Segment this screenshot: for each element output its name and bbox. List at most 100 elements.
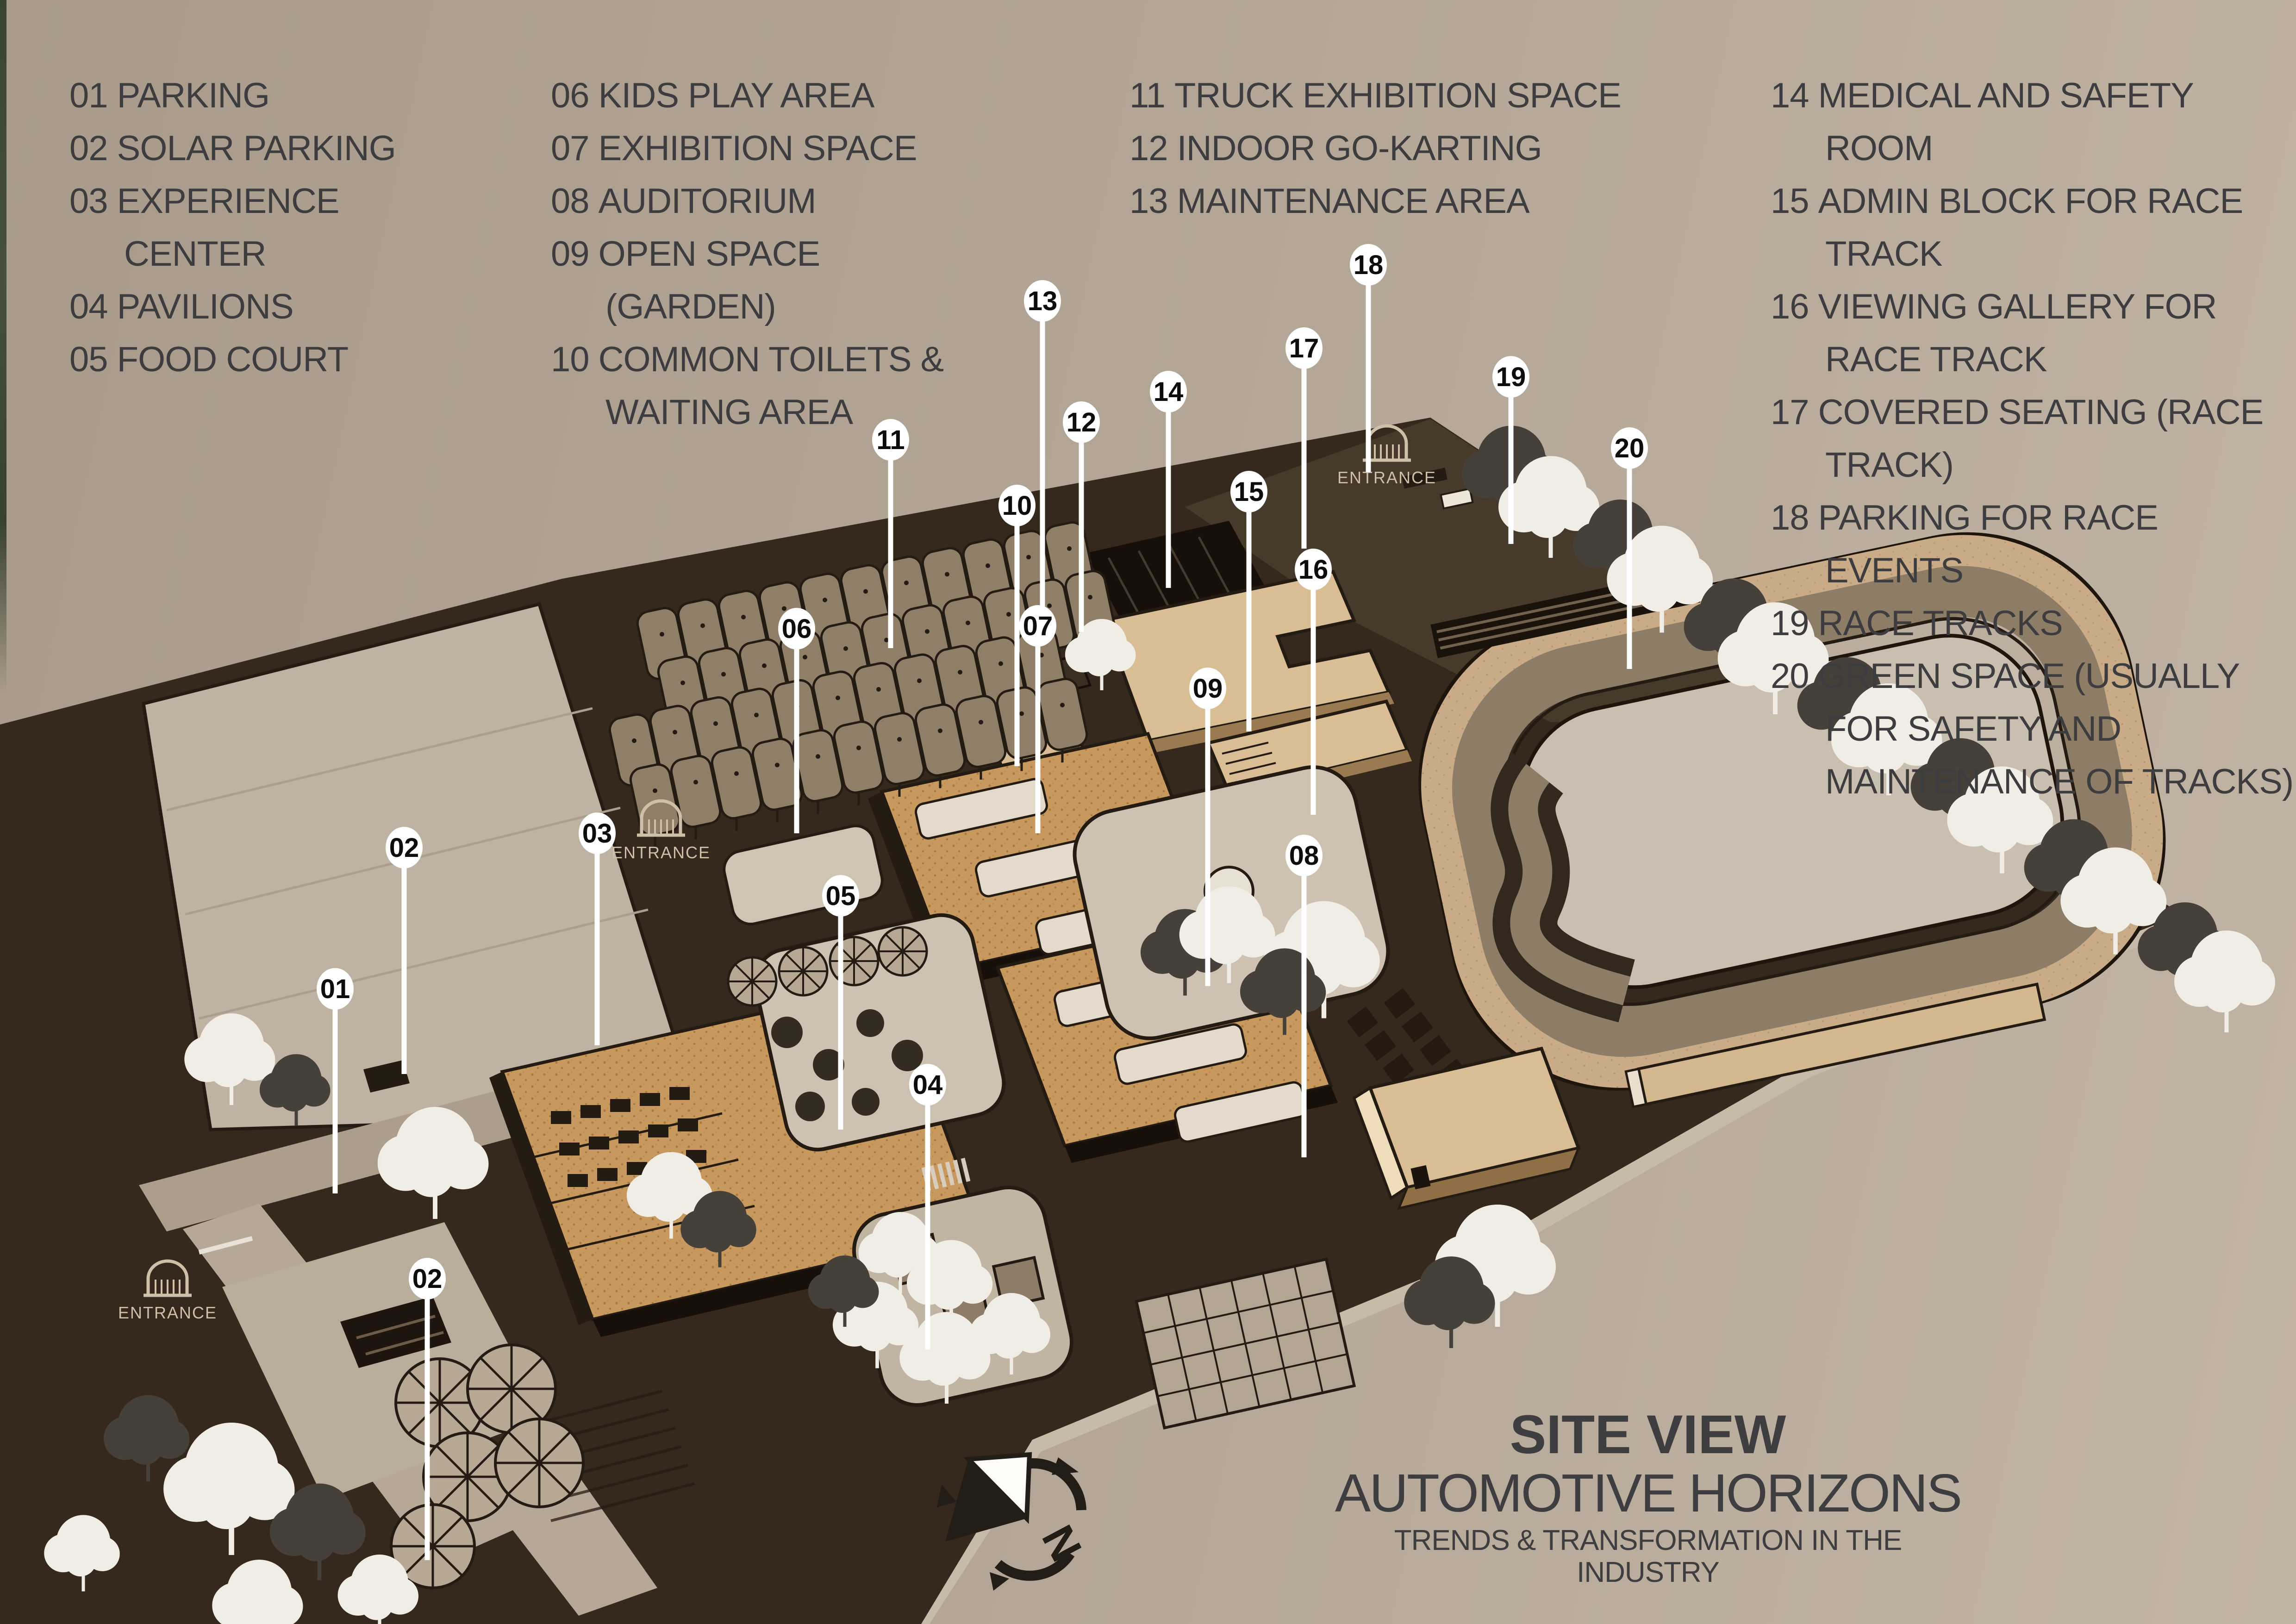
- light-tree-icon: [899, 1312, 991, 1404]
- title-block: SITE VIEW AUTOMOTIVE HORIZONS TRENDS & T…: [1333, 1407, 1963, 1588]
- legend-item: 17 COVERED SEATING (RACE TRACK): [1771, 393, 2264, 485]
- canopy-shelter-icon: [751, 737, 803, 823]
- callout-marker-05: 05: [822, 875, 859, 1130]
- callout-marker-02: 02: [386, 827, 423, 1074]
- svg-text:16: 16: [1298, 555, 1329, 585]
- callout-marker-02: 02: [409, 1258, 446, 1560]
- entrance-label: ENTRANCE: [1337, 468, 1436, 487]
- svg-text:06: 06: [782, 614, 812, 644]
- svg-text:19: 19: [1496, 362, 1526, 392]
- canopy-shelter-icon: [914, 703, 966, 788]
- legend-item: 10 COMMON TOILETS & WAITING AREA: [551, 340, 944, 432]
- svg-text:12: 12: [1067, 407, 1097, 437]
- canopy-shelter-icon: [873, 712, 925, 797]
- canopy-shelter-icon: [711, 746, 762, 831]
- svg-text:15: 15: [1234, 477, 1264, 507]
- canopy-shelter-icon: [833, 720, 885, 806]
- legend-item: 16 VIEWING GALLERY FOR RACE TRACK: [1771, 287, 2217, 379]
- solar-canopy: [340, 1060, 451, 1368]
- svg-text:08: 08: [1289, 841, 1319, 871]
- page-tagline: TRENDS & TRANSFORMATION IN THE INDUSTRY: [1394, 1524, 1902, 1588]
- canopy-shelter-icon: [996, 686, 1048, 771]
- entrance-gate-icon: ENTRANCE: [118, 1259, 217, 1322]
- dark-tree-icon: [680, 1191, 756, 1268]
- callout-marker-08: 08: [1285, 835, 1323, 1157]
- legend-item: 06 KIDS PLAY AREA: [551, 76, 874, 115]
- light-tree-icon: [1065, 619, 1136, 690]
- canopy-shelter-icon: [955, 695, 1007, 780]
- legend-column-4: 14 MEDICAL AND SAFETY ROOM 15 ADMIN BLOCK…: [1771, 69, 2295, 808]
- legend-item: 12 INDOOR GO-KARTING: [1129, 129, 1542, 168]
- legend-item: 02 SOLAR PARKING: [69, 129, 396, 168]
- light-tree-icon: [377, 1107, 489, 1219]
- svg-text:13: 13: [1028, 286, 1058, 316]
- legend-item: 15 ADMIN BLOCK FOR RACE TRACK: [1771, 181, 2243, 274]
- callout-marker-03: 03: [579, 812, 616, 1045]
- callout-marker-17: 17: [1285, 327, 1323, 549]
- table-cluster: [771, 1009, 923, 1121]
- light-tree-icon: [337, 1555, 418, 1624]
- trackside-wall: [1624, 982, 2046, 1108]
- parasol-icon: [390, 1343, 585, 1589]
- left-edge-vegetation-strip: [0, 0, 6, 694]
- compass-n-label: N: [1032, 1518, 1091, 1569]
- legend-item: 07 EXHIBITION SPACE: [551, 129, 917, 168]
- zebra-crossing: [921, 1157, 971, 1192]
- canopy-shelter-icon: [670, 755, 722, 840]
- legend-item: 13 MAINTENANCE AREA: [1129, 181, 1530, 221]
- legend-item: 05 FOOD COURT: [69, 340, 349, 379]
- legend-item: 03 EXPERIENCE CENTER: [69, 181, 340, 274]
- callout-marker-15: 15: [1230, 471, 1267, 731]
- svg-text:02: 02: [389, 833, 419, 863]
- legend-item: 19 RACE TRACKS: [1771, 604, 2063, 643]
- svg-text:20: 20: [1615, 433, 1645, 463]
- page-subtitle: AUTOMOTIVE HORIZONS: [1335, 1463, 1962, 1523]
- entrance-label: ENTRANCE: [611, 843, 711, 862]
- svg-text:18: 18: [1354, 250, 1384, 280]
- light-tree-icon: [1717, 602, 1829, 714]
- callout-marker-11: 11: [872, 419, 909, 648]
- light-tree-icon: [44, 1515, 120, 1592]
- food-court-terrace: [727, 913, 1006, 1152]
- legend-item: 04 PAVILIONS: [69, 287, 294, 326]
- legend-column-1: 01 PARKING 02 SOLAR PARKING 03 EXPERIENCE …: [69, 69, 430, 386]
- light-tree-icon: [1947, 766, 2053, 874]
- dark-tree-icon: [1240, 948, 1326, 1035]
- light-tree-icon: [212, 1560, 303, 1624]
- svg-text:11: 11: [876, 425, 905, 455]
- svg-text:07: 07: [1023, 611, 1053, 641]
- callout-marker-19: 19: [1492, 356, 1529, 544]
- callout-marker-20: 20: [1611, 427, 1648, 669]
- dark-tree-icon: [1404, 1256, 1495, 1348]
- svg-text:05: 05: [826, 881, 856, 911]
- dark-tree-icon: [808, 1255, 879, 1327]
- pergola-grid: [1135, 1257, 1356, 1430]
- canopy-shelter-icon: [1036, 678, 1088, 762]
- legend-item: 09 OPEN SPACE (GARDEN): [551, 234, 820, 326]
- legend-item: 18 PARKING FOR RACE EVENTS: [1771, 498, 2159, 590]
- callout-marker-13: 13: [1024, 280, 1061, 616]
- callout-marker-12: 12: [1063, 401, 1100, 632]
- light-tree-icon: [1831, 683, 1942, 795]
- callout-marker-06: 06: [778, 608, 815, 833]
- svg-text:10: 10: [1002, 491, 1032, 521]
- light-tree-icon: [2060, 847, 2167, 955]
- light-tree-icon: [2174, 931, 2275, 1032]
- light-tree-icon: [858, 1212, 939, 1293]
- light-tree-icon: [184, 1013, 275, 1105]
- callout-marker-01: 01: [317, 968, 354, 1193]
- light-tree-icon: [163, 1423, 295, 1555]
- compass-north-icon: N: [937, 1452, 1091, 1591]
- legend-item: 14 MEDICAL AND SAFETY ROOM: [1771, 76, 2193, 168]
- legend-item: 01 PARKING: [69, 76, 270, 115]
- callout-marker-09: 09: [1189, 668, 1226, 986]
- light-tree-icon: [906, 1240, 993, 1327]
- svg-text:04: 04: [913, 1070, 943, 1100]
- svg-text:09: 09: [1193, 674, 1223, 704]
- legend-item: 11 TRUCK EXHIBITION SPACE: [1129, 76, 1622, 115]
- callout-marker-07: 07: [1019, 605, 1056, 833]
- entrance-label: ENTRANCE: [118, 1303, 217, 1322]
- callout-marker-14: 14: [1150, 371, 1187, 588]
